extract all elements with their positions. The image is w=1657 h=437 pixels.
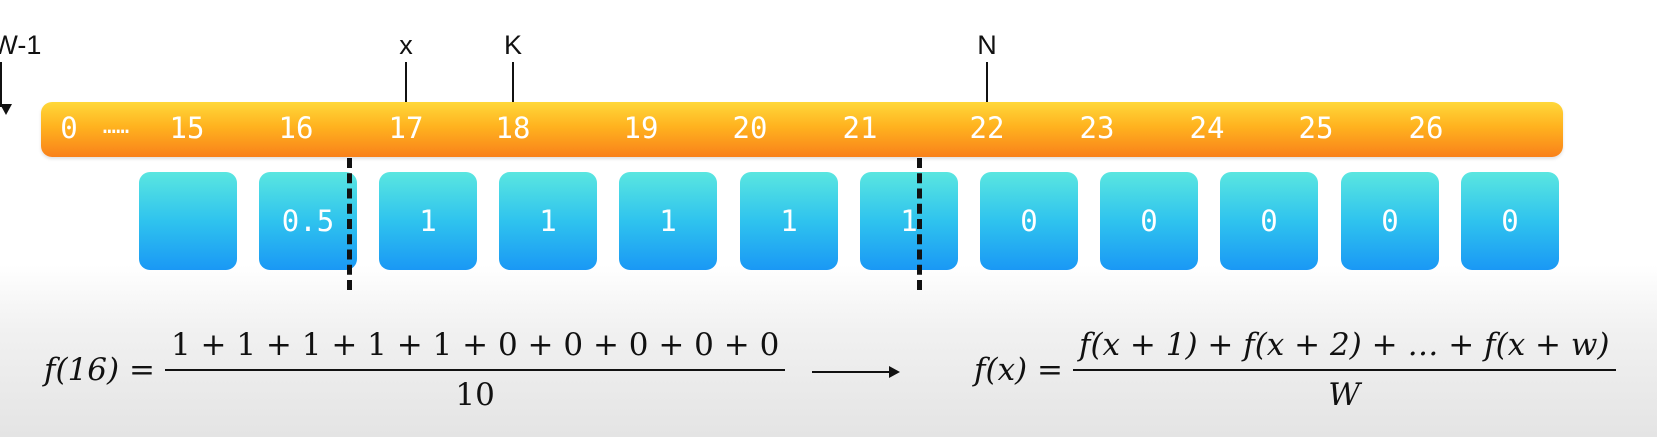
formula-f16-fraction: 1 + 1 + 1 + 1 + 1 + 0 + 0 + 0 + 0 + 0 10: [164, 327, 786, 413]
formula-f16-denominator: 10: [455, 377, 495, 413]
ruler-ellipsis: ……: [102, 114, 130, 139]
value-cell: 0: [1220, 172, 1318, 270]
value-cell: 1: [619, 172, 717, 270]
pointer-label: K+W-1: [0, 30, 42, 60]
ruler-number: 15: [169, 111, 205, 145]
formula-fx-lhs: f(x) =: [974, 352, 1063, 388]
window-end-divider: [917, 158, 922, 290]
formula-f16: f(16) = 1 + 1 + 1 + 1 + 1 + 0 + 0 + 0 + …: [44, 327, 786, 413]
pointer-arrow-line: [512, 62, 514, 107]
pointer-label: N: [977, 30, 997, 60]
ruler-number: 16: [278, 111, 314, 145]
fraction-bar: [1072, 369, 1616, 371]
value-cell: 0: [1461, 172, 1559, 270]
formula-fx-fraction: f(x + 1) + f(x + 2) + … + f(x + w) W: [1072, 327, 1616, 413]
right-arrow-icon: [812, 366, 900, 378]
pointer-arrow-line: [0, 62, 2, 107]
value-cell: 1: [379, 172, 477, 270]
pointer-arrow-line: [405, 62, 407, 107]
window-start-divider: [347, 158, 352, 290]
formula-fx-numerator: f(x + 1) + f(x + 2) + … + f(x + w): [1078, 327, 1610, 363]
ruler-start-label: 0: [60, 111, 78, 145]
ruler-number: 23: [1079, 111, 1115, 145]
ruler-number: 24: [1189, 111, 1225, 145]
ruler-number: 18: [495, 111, 531, 145]
formula-fx: f(x) = f(x + 1) + f(x + 2) + … + f(x + w…: [974, 327, 1616, 413]
pointer-label: x: [399, 30, 413, 60]
ruler-number: 20: [732, 111, 768, 145]
ruler-number: 17: [388, 111, 424, 145]
index-ruler: [41, 102, 1563, 157]
ruler-number: 26: [1408, 111, 1444, 145]
value-cell: 0: [980, 172, 1078, 270]
ruler-number: 21: [842, 111, 878, 145]
value-cell: 1: [860, 172, 958, 270]
value-cell: 1: [499, 172, 597, 270]
value-cell: 0.5: [259, 172, 357, 270]
value-cell: [139, 172, 237, 270]
ruler-number: 19: [623, 111, 659, 145]
down-arrow-icon: [0, 104, 12, 115]
ruler-number: 22: [969, 111, 1005, 145]
value-cell: 0: [1341, 172, 1439, 270]
formula-fx-denominator: W: [1328, 377, 1361, 413]
pointer-label: K: [503, 30, 523, 60]
ruler-number: 25: [1298, 111, 1334, 145]
pointer-arrow-line: [986, 62, 988, 107]
fraction-bar: [164, 369, 786, 371]
value-cell: 1: [740, 172, 838, 270]
formula-f16-lhs: f(16) =: [44, 352, 155, 388]
formula-f16-numerator: 1 + 1 + 1 + 1 + 1 + 0 + 0 + 0 + 0 + 0: [170, 327, 780, 363]
value-cell: 0: [1100, 172, 1198, 270]
